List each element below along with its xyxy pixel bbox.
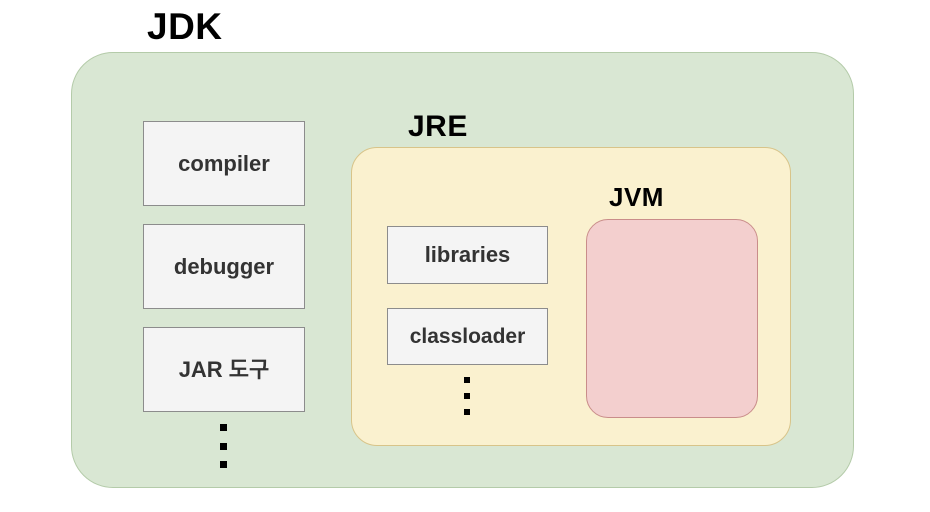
ellipsis-dot <box>464 393 470 399</box>
jre-ellipsis-icon <box>463 377 471 415</box>
ellipsis-dot <box>219 461 227 468</box>
jdk-label: JDK <box>147 6 223 47</box>
box-libraries: libraries <box>387 226 548 284</box>
jvm-label: JVM <box>609 182 664 212</box>
ellipsis-dot <box>219 442 227 450</box>
ellipsis-dot <box>219 424 227 431</box>
jre-label: JRE <box>408 110 468 143</box>
ellipsis-dot <box>464 377 470 383</box>
box-classloader: classloader <box>387 308 548 365</box>
box-debugger: debugger <box>143 224 305 309</box>
box-jar-tool: JAR 도구 <box>143 327 305 412</box>
jdk-ellipsis-icon <box>219 424 227 468</box>
ellipsis-dot <box>464 409 470 415</box>
jvm-container <box>586 219 758 418</box>
box-compiler: compiler <box>143 121 305 206</box>
